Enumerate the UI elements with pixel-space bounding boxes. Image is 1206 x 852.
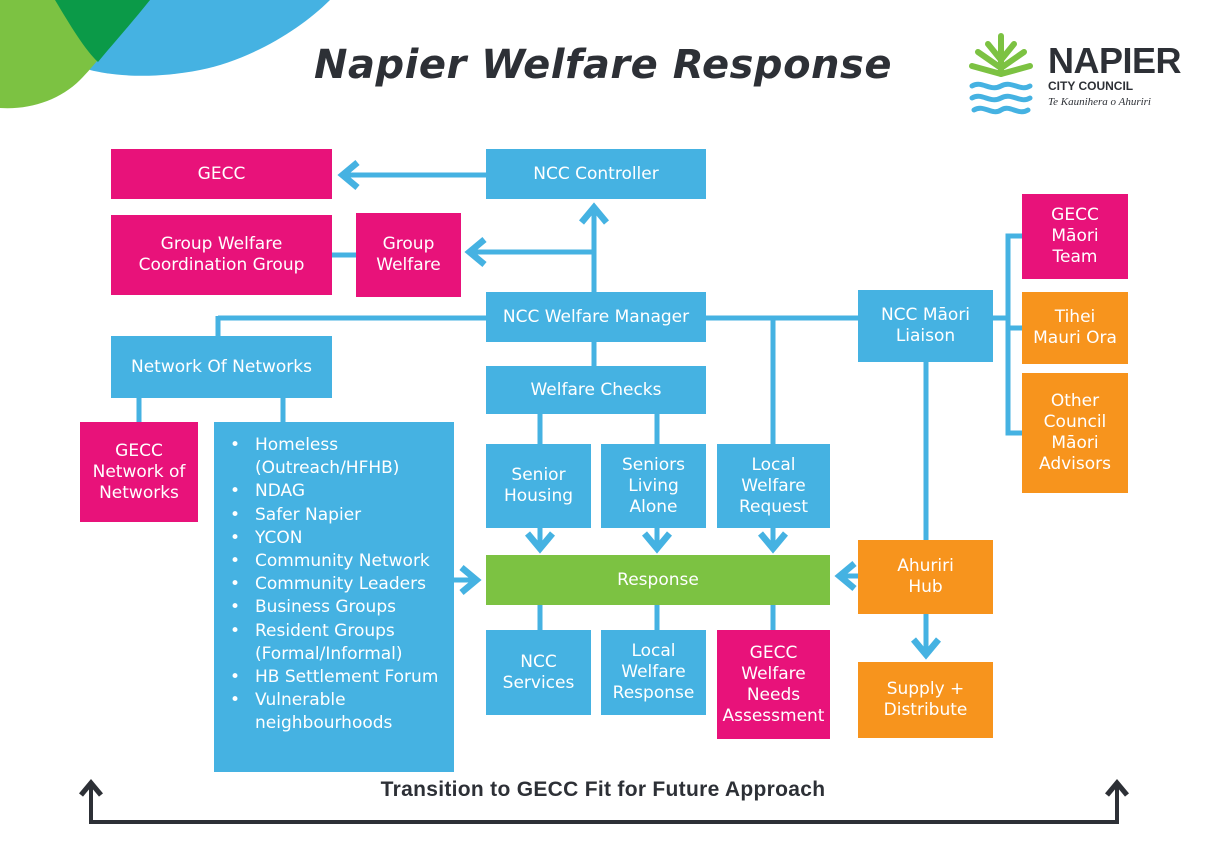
list-item: HB Settlement Forum: [228, 666, 454, 689]
list-item: NDAG: [228, 480, 454, 503]
senior-housing-box: Senior Housing: [486, 444, 591, 528]
network-of-networks-box: Network Of Networks: [111, 336, 332, 398]
corner-wave-decoration: [0, 0, 330, 109]
list-item: Vulnerable neighbourhoods: [228, 689, 454, 735]
ncc-welfare-manager-box: NCC Welfare Manager: [486, 292, 706, 342]
networks-list-box: Homeless (Outreach/HFHB) NDAG Safer Napi…: [214, 422, 454, 772]
ncc-maori-liaison-box: NCC Māori Liaison: [858, 290, 993, 362]
transition-bracket-arrow: [89, 792, 1119, 824]
response-box: Response: [486, 555, 830, 605]
gecc-maori-team-box: GECC Māori Team: [1022, 194, 1128, 279]
list-item: Resident Groups (Formal/Informal): [228, 620, 454, 666]
local-welfare-response-box: Local Welfare Response: [601, 630, 706, 715]
list-item: Homeless (Outreach/HFHB): [228, 434, 454, 480]
ncc-controller-box: NCC Controller: [486, 149, 706, 199]
list-item: Community Leaders: [228, 573, 454, 596]
gecc-network-of-networks-box: GECC Network of Networks: [80, 422, 198, 522]
page-title: Napier Welfare Response: [314, 42, 892, 88]
ahuriri-hub-box: Ahuriri Hub: [858, 540, 993, 614]
other-council-maori-advisors-box: Other Council Māori Advisors: [1022, 373, 1128, 493]
logo-name: NAPIER: [1048, 40, 1182, 81]
group-welfare-box: Group Welfare: [356, 213, 461, 297]
list-item: Business Groups: [228, 596, 454, 619]
local-welfare-request-box: Local Welfare Request: [717, 444, 830, 528]
maori-advisors-bracket: [1005, 233, 1022, 436]
napier-city-council-logo: NAPIER CITY COUNCIL Te Kaunihera o Ahuri…: [966, 30, 1186, 120]
transition-footer-text: Transition to GECC Fit for Future Approa…: [380, 778, 826, 801]
list-item: Community Network: [228, 550, 454, 573]
gecc-welfare-needs-assessment-box: GECC Welfare Needs Assessment: [717, 630, 830, 739]
list-item: Safer Napier: [228, 504, 454, 527]
logo-tagline: Te Kaunihera o Ahuriri: [1048, 96, 1151, 108]
networks-list: Homeless (Outreach/HFHB) NDAG Safer Napi…: [228, 434, 454, 736]
gecc-box: GECC: [111, 149, 332, 199]
seniors-living-alone-box: Seniors Living Alone: [601, 444, 706, 528]
list-item: YCON: [228, 527, 454, 550]
logo-subtitle: CITY COUNCIL: [1048, 79, 1134, 93]
ncc-services-box: NCC Services: [486, 630, 591, 715]
supply-distribute-box: Supply + Distribute: [858, 662, 993, 738]
tihei-mauri-ora-box: Tihei Mauri Ora: [1022, 292, 1128, 364]
fern-wave-logo-icon: [969, 33, 1033, 115]
welfare-checks-box: Welfare Checks: [486, 366, 706, 414]
group-welfare-coordination-box: Group Welfare Coordination Group: [111, 215, 332, 295]
